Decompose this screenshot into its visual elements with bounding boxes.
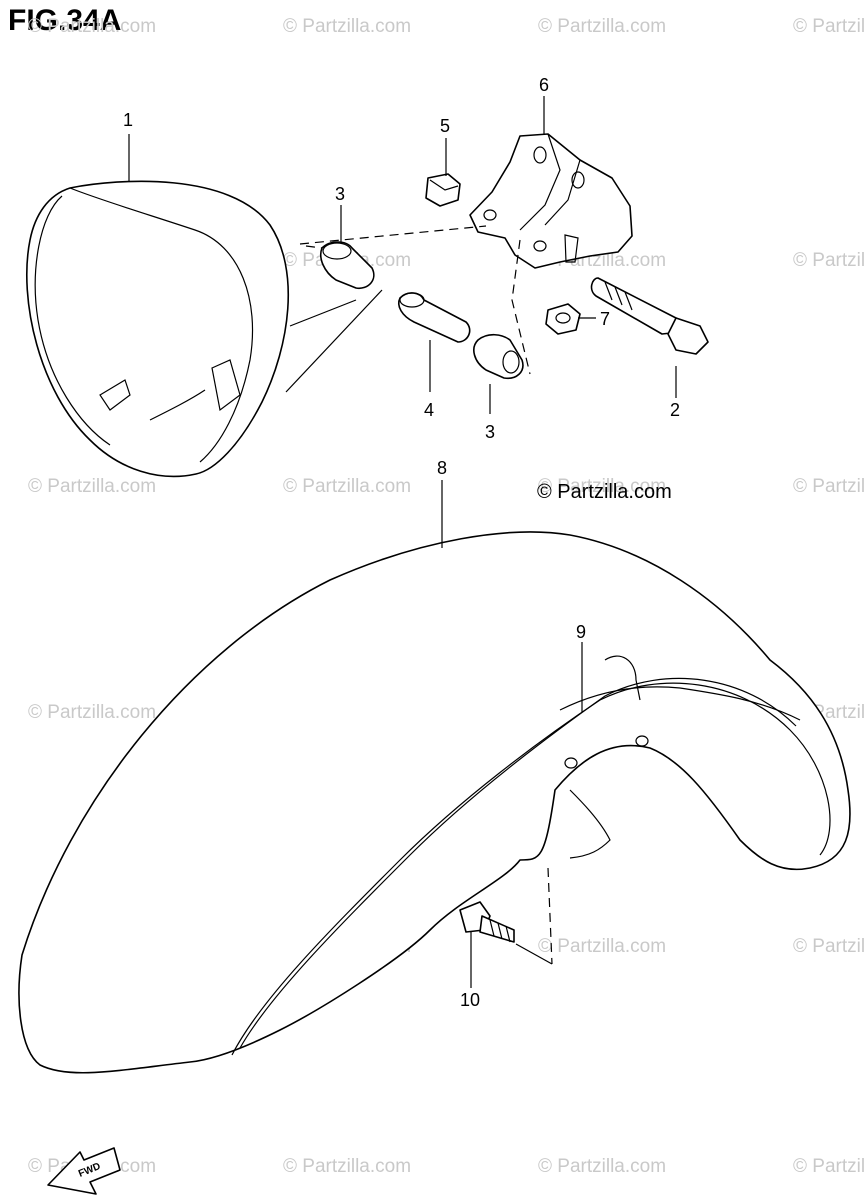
bracket[interactable] [469,133,633,269]
watermark-text: © Partzilla.com [793,16,866,37]
watermark-text: © Partzilla.com [538,476,666,497]
watermark-text: © Partzilla.com [283,16,411,37]
watermark-text: © Partzilla.com [793,936,866,957]
watermark-text: © Partzilla.com [28,476,156,497]
bolt[interactable] [590,277,709,355]
watermark-text: © Partzilla.com [793,1156,866,1177]
callout-5: 5 [440,116,450,136]
fender-trim[interactable] [559,686,801,721]
watermark-text: © Partzilla.com [538,1156,666,1177]
callout-layer [128,96,677,988]
spacer[interactable] [398,292,471,343]
front-fender[interactable] [18,531,851,1074]
collar-upper[interactable] [320,241,375,290]
callout-7: 7 [600,309,610,329]
callout-3-upper: 3 [335,184,345,204]
copyright-label: © Partzilla.com [537,481,672,503]
callout-2: 2 [670,400,680,420]
figure-title: FIG.34A [8,4,122,37]
watermark-text: © Partzilla.com [283,1156,411,1177]
collar-lower[interactable] [473,333,524,380]
callout-9: 9 [576,622,586,642]
callout-4: 4 [424,400,434,420]
callout-1: 1 [123,110,133,130]
fwd-arrow-icon [47,1147,121,1195]
fender-bolt[interactable] [459,867,553,965]
assembly-lines [285,225,531,393]
watermark-text: © Partzilla.com [793,250,866,271]
watermark-text: © Partzilla.com [538,936,666,957]
nut-upper[interactable] [425,173,461,207]
watermark-text: © Partzilla.com [538,16,666,37]
callout-10: 10 [460,990,480,1010]
watermark-text: © Partzilla.com [283,476,411,497]
callout-8: 8 [437,458,447,478]
watermark-text: © Partzilla.com [793,476,866,497]
nut-lower[interactable] [545,303,581,335]
callout-3-lower: 3 [485,422,495,442]
callout-6: 6 [539,75,549,95]
watermark-text: © Partzilla.com [28,702,156,723]
watermark-text: © Partzilla.com [28,16,156,37]
headlight-housing[interactable] [25,180,290,478]
